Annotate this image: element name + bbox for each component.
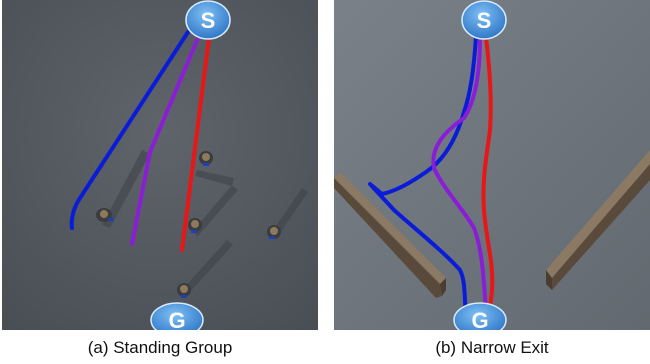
path-blue (69, 30, 190, 230)
agent (199, 151, 213, 166)
path-purple (130, 36, 200, 246)
goal-marker: G (453, 302, 507, 330)
goal-marker: G (150, 302, 204, 330)
scene-standing-group: S G (2, 0, 318, 330)
caption-standing-group: (a) Standing Group (87, 338, 233, 357)
floor (2, 0, 318, 330)
agent (96, 208, 114, 222)
svg-text:S: S (477, 8, 492, 33)
start-marker: S (461, 0, 507, 40)
path-red (180, 36, 211, 252)
caption-narrow-exit: (b) Narrow Exit (435, 338, 549, 357)
agent-shadows (102, 150, 308, 294)
agent (177, 283, 191, 298)
start-marker: S (185, 0, 231, 40)
path-purple (431, 36, 488, 314)
path-red (481, 36, 495, 314)
svg-text:S: S (201, 8, 216, 33)
path-blue (368, 34, 478, 314)
panel-standing-group: S G (2, 0, 318, 330)
scene-narrow-exit: S G (334, 0, 650, 330)
left-wall (334, 172, 446, 298)
right-wall (546, 150, 650, 290)
panel-narrow-exit: S G (334, 0, 650, 330)
agent (188, 218, 202, 233)
svg-text:G: G (168, 308, 185, 330)
svg-text:G: G (471, 308, 488, 330)
agent (267, 225, 281, 239)
